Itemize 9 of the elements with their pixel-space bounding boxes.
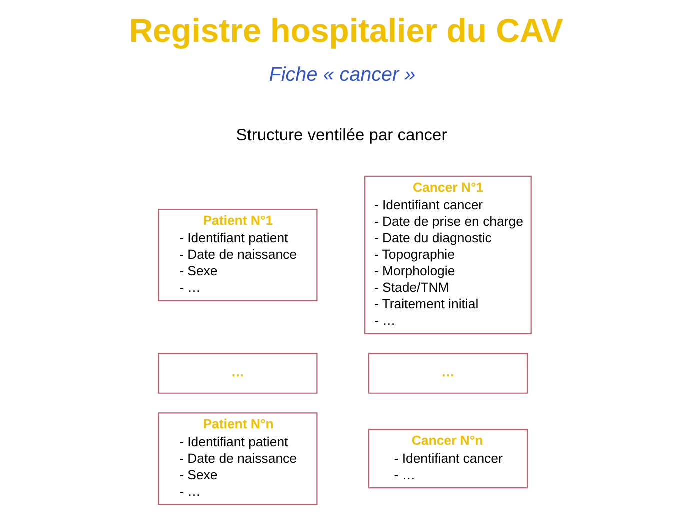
- diagram-title: Registre hospitalier du CAV: [128, 12, 563, 50]
- node-box: …: [158, 353, 318, 394]
- label: Structure ventilée par cancer: [236, 126, 447, 145]
- label: Fiche « cancer »: [268, 64, 416, 86]
- node-box: Cancer N°n - Identifiant cancer - …: [368, 429, 528, 489]
- node-box: …: [368, 353, 528, 394]
- node-box: Patient N°n - Identifiant patient - Date de naissance - Sexe - …: [158, 412, 318, 506]
- node-box: Cancer N°1 - Identifiant cancer - Date de prise en charge - Date du diagnostic - Topographie - Morphologie - Stade/TNM - Traitement initial - …: [364, 176, 532, 334]
- node-box: Patient N°1 - Identifiant patient - Date de naissance - Sexe - …: [158, 208, 318, 302]
